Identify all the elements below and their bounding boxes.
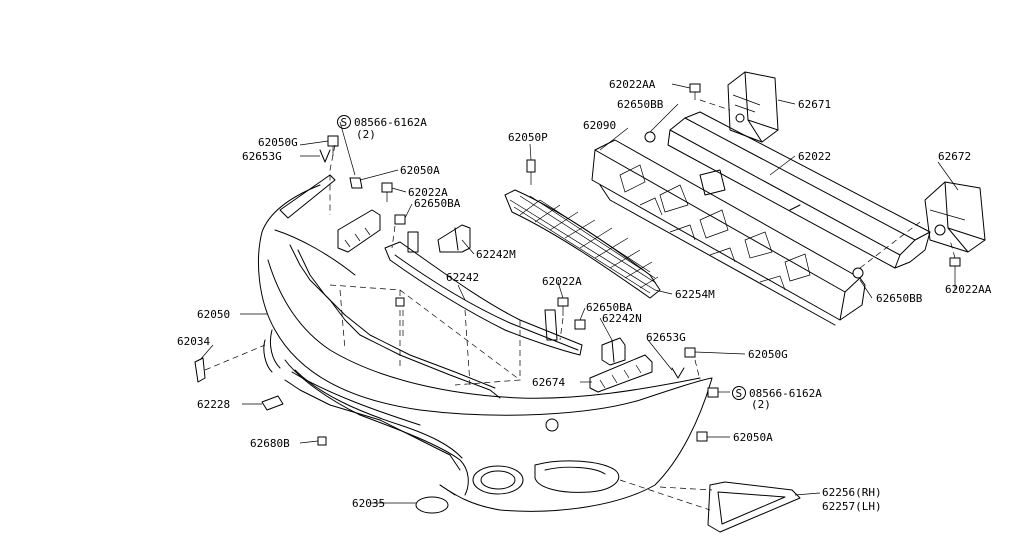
- label-62674: 62674: [532, 376, 565, 389]
- label-62242: 62242: [446, 271, 479, 284]
- label-62022AA-top: 62022AA: [609, 78, 656, 91]
- label-62650BB-top: 62650BB: [617, 98, 664, 111]
- bracket-62672: [924, 181, 986, 253]
- lower-grille-62254M: [504, 159, 661, 299]
- energy-absorber-62090: [591, 139, 866, 326]
- stay-62242: [384, 231, 583, 356]
- label-62022AA-right: 62022AA: [945, 283, 992, 296]
- part-labels: 62022AA 62650BB 62671 62090 62022 62672 …: [177, 78, 992, 513]
- label-62671: 62671: [798, 98, 831, 111]
- label-62242N: 62242N: [602, 312, 642, 325]
- label-62650BB-right: 62650BB: [876, 292, 923, 305]
- bracket-62242M: [437, 224, 471, 253]
- label-62257: 62257(LH): [822, 500, 882, 513]
- bumper-fascia-62050: [258, 174, 713, 512]
- label-62034: 62034: [177, 335, 210, 348]
- label-08566-top-qty: (2): [356, 128, 376, 141]
- label-62090: 62090: [583, 119, 616, 132]
- label-62050A-bottom: 62050A: [733, 431, 773, 444]
- label-62653G-top: 62653G: [242, 150, 282, 163]
- label-62050G-top: 62050G: [258, 136, 298, 149]
- side-bracket-left: [337, 209, 381, 253]
- label-62672: 62672: [938, 150, 971, 163]
- small-fasteners: [194, 83, 961, 514]
- label-62022A-mid: 62022A: [542, 275, 582, 288]
- screw-symbol-top: S: [337, 115, 351, 129]
- label-62650BA-mid: 62650BA: [586, 301, 633, 314]
- label-62022A-top: 62022A: [408, 186, 448, 199]
- label-62242M: 62242M: [476, 248, 516, 261]
- label-08566-top: 08566-6162A: [354, 116, 427, 129]
- label-62680B: 62680B: [250, 437, 290, 450]
- label-62228: 62228: [197, 398, 230, 411]
- fog-lamp-bezel-62256: [707, 481, 801, 533]
- label-08566-mid: 08566-6162A: [749, 387, 822, 400]
- leader-lines: [199, 83, 959, 511]
- label-08566-mid-qty: (2): [751, 398, 771, 411]
- bracket-62242N: [601, 337, 626, 366]
- bracket-62674: [589, 354, 653, 393]
- label-62050P: 62050P: [508, 131, 548, 144]
- label-62256: 62256(RH): [822, 486, 882, 499]
- label-62050G-mid: 62050G: [748, 348, 788, 361]
- screw-symbol-letter-mid: S: [736, 387, 743, 400]
- screw-symbol-letter-top: S: [341, 116, 348, 129]
- label-62254M: 62254M: [675, 288, 715, 301]
- label-62050: 62050: [197, 308, 230, 321]
- label-62050A-top: 62050A: [400, 164, 440, 177]
- screw-symbol-mid: S: [732, 386, 746, 400]
- label-62650BA-top: 62650BA: [414, 197, 461, 210]
- bumper-reinforcement-62022: [667, 111, 931, 269]
- bracket-62671: [727, 71, 779, 143]
- label-62035: 62035: [352, 497, 385, 510]
- label-62022: 62022: [798, 150, 831, 163]
- label-62653G-mid: 62653G: [646, 331, 686, 344]
